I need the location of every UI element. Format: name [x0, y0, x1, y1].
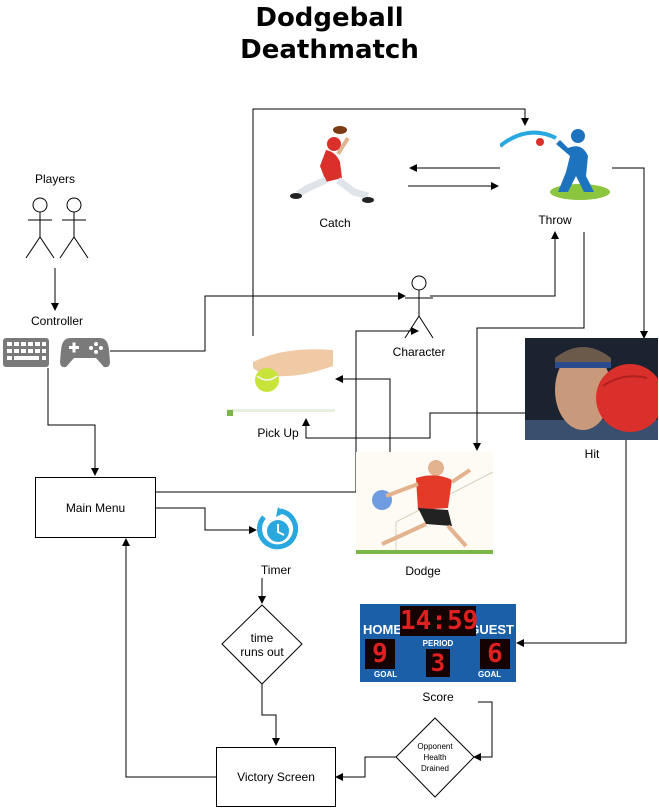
scoreboard-home-goal: GOAL [374, 670, 398, 679]
opponent-line-1: Opponent [417, 742, 453, 751]
decision-opponent-health [395, 717, 475, 798]
main-menu-box[interactable]: Main Menu [35, 477, 156, 538]
scoreboard-period: 3 [426, 649, 450, 677]
edge-score-opponent [473, 701, 493, 761]
title-line-2: Deathmatch [240, 35, 419, 65]
scoreboard-home-score: 9 [365, 639, 395, 669]
character-icon [404, 275, 434, 339]
edge-hit-score [516, 440, 627, 647]
timer-icon [257, 507, 298, 550]
edge-pickup-throw [252, 108, 529, 336]
edge-throw-hit [612, 167, 648, 339]
scoreboard-clock: 14:59 [400, 606, 479, 636]
throw-image [500, 129, 610, 200]
time-runs-out-line-1: time [250, 631, 274, 645]
opponent-line-2: Health [423, 753, 447, 762]
time-runs-out-line-2: runs out [240, 645, 284, 659]
gamepad-icon [60, 338, 110, 368]
dodge-label: Dodge [405, 564, 441, 578]
opponent-line-3: Drained [420, 764, 449, 773]
scoreboard-period-label: PERIOD [422, 639, 454, 648]
scoreboard-guest-goal: GOAL [478, 670, 502, 679]
catch-label: Catch [319, 216, 351, 230]
players-label: Players [34, 172, 75, 186]
edge-decision-victory [261, 684, 280, 746]
edge-dodge-pickup [335, 375, 391, 452]
pick-up-image [225, 336, 335, 418]
decision-opponent-health-label: Opponent Health Drained [400, 741, 470, 774]
players-icon [25, 197, 89, 259]
edge-hit-pickup [302, 412, 525, 439]
keyboard-icon [3, 338, 49, 367]
victory-screen-box[interactable]: Victory Screen [216, 747, 336, 807]
timer-label: Timer [260, 563, 292, 577]
edge-character-throw [430, 231, 559, 297]
scoreboard-guest-score: 6 [480, 639, 510, 669]
scoreboard-guest: GUEST [469, 622, 514, 637]
edge-controller-menu [47, 368, 99, 476]
scoreboard-image: HOME GUEST 14:59 PERIOD 9 3 6 GOAL GOAL [360, 604, 516, 682]
controller-label: Controller [30, 314, 84, 328]
edge-victory-menu [122, 538, 216, 778]
main-menu-label: Main Menu [65, 500, 126, 515]
catch-image [290, 126, 374, 203]
decision-time-runs-out-label: time runs out [222, 631, 302, 659]
edge-menu-character [156, 327, 419, 493]
character-label: Character [392, 345, 446, 359]
victory-screen-label: Victory Screen [237, 770, 315, 784]
edge-throw-dodge [473, 232, 585, 451]
title-line-1: Dodgeball [255, 3, 404, 33]
edge-menu-timer [156, 507, 257, 534]
edge-controller-character [110, 292, 406, 352]
diagram-title: Dodgeball Deathmatch [0, 2, 659, 66]
hit-label: Hit [584, 447, 600, 461]
throw-label: Throw [538, 213, 572, 227]
dodge-image [356, 452, 493, 554]
edge-opponent-victory [335, 756, 396, 781]
pick-up-label: Pick Up [257, 426, 299, 440]
scoreboard-home: HOME [363, 622, 402, 637]
score-label: Score [422, 690, 454, 704]
hit-image [525, 338, 658, 440]
decision-time-runs-out [221, 604, 303, 685]
